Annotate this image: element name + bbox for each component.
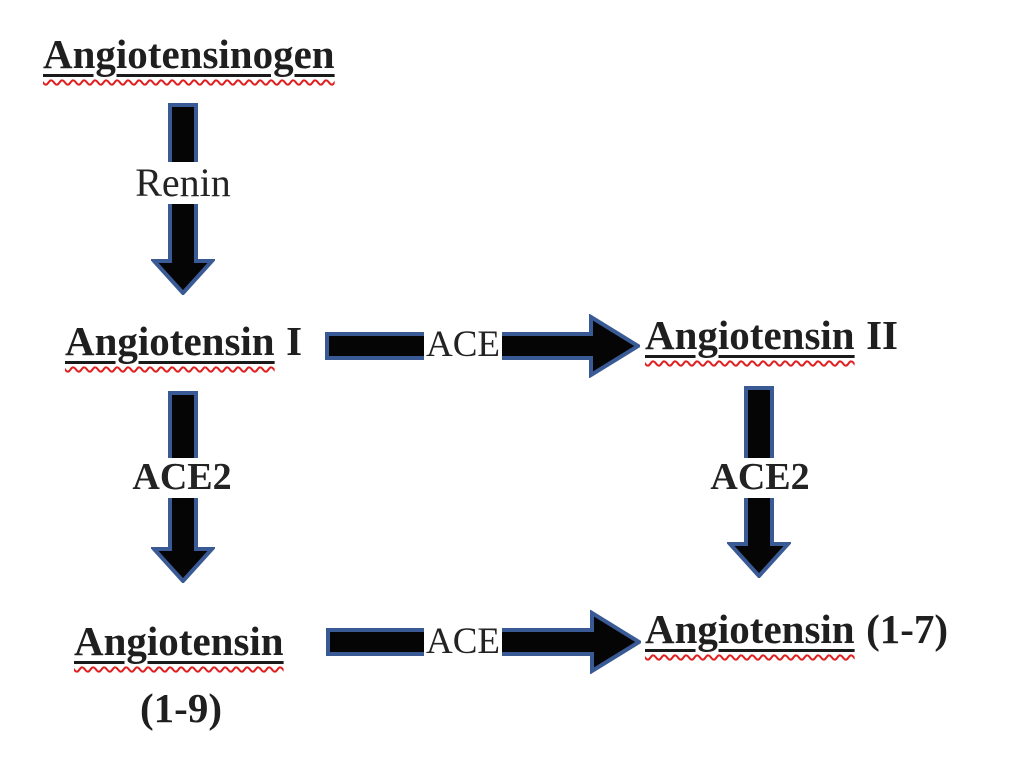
node-angiotensin-i-underline: Angiotensin [65,318,275,364]
node-angiotensin-ii-label: Angiotensin [645,312,855,358]
enzyme-label-ace-bottom: ACE [424,621,502,662]
node-angiotensin-1-7: Angiotensin(1-7) [645,606,948,653]
enzyme-label-ace-top: ACE [424,324,502,365]
enzyme-label-ace2-left: ACE2 [123,457,241,498]
node-angiotensin-1-7-suffix: (1-7) [866,606,949,652]
node-angiotensin-1-9-label: Angiotensin [74,618,284,664]
node-angiotensin-1-9-suffix: (1-9) [140,685,222,731]
node-angiotensin-ii-underline: Angiotensin [645,312,855,358]
enzyme-label-renin: Renin [128,162,238,204]
node-angiotensinogen: Angiotensinogen [43,31,335,78]
node-angiotensin-1-9: Angiotensin [74,618,284,665]
node-angiotensin-1-7-label: Angiotensin [645,606,855,652]
node-angiotensin-i-label: Angiotensin [65,318,275,364]
node-angiotensin-i-suffix: I [286,318,303,364]
node-angiotensin-1-9-underline: Angiotensin [74,618,284,664]
enzyme-label-ace2-right: ACE2 [701,457,819,498]
node-angiotensin-1-7-underline: Angiotensin [645,606,855,652]
node-angiotensin-ii-suffix: II [866,312,898,358]
node-angiotensinogen-underline: Angiotensinogen [43,31,335,77]
node-angiotensinogen-label: Angiotensinogen [43,31,335,77]
